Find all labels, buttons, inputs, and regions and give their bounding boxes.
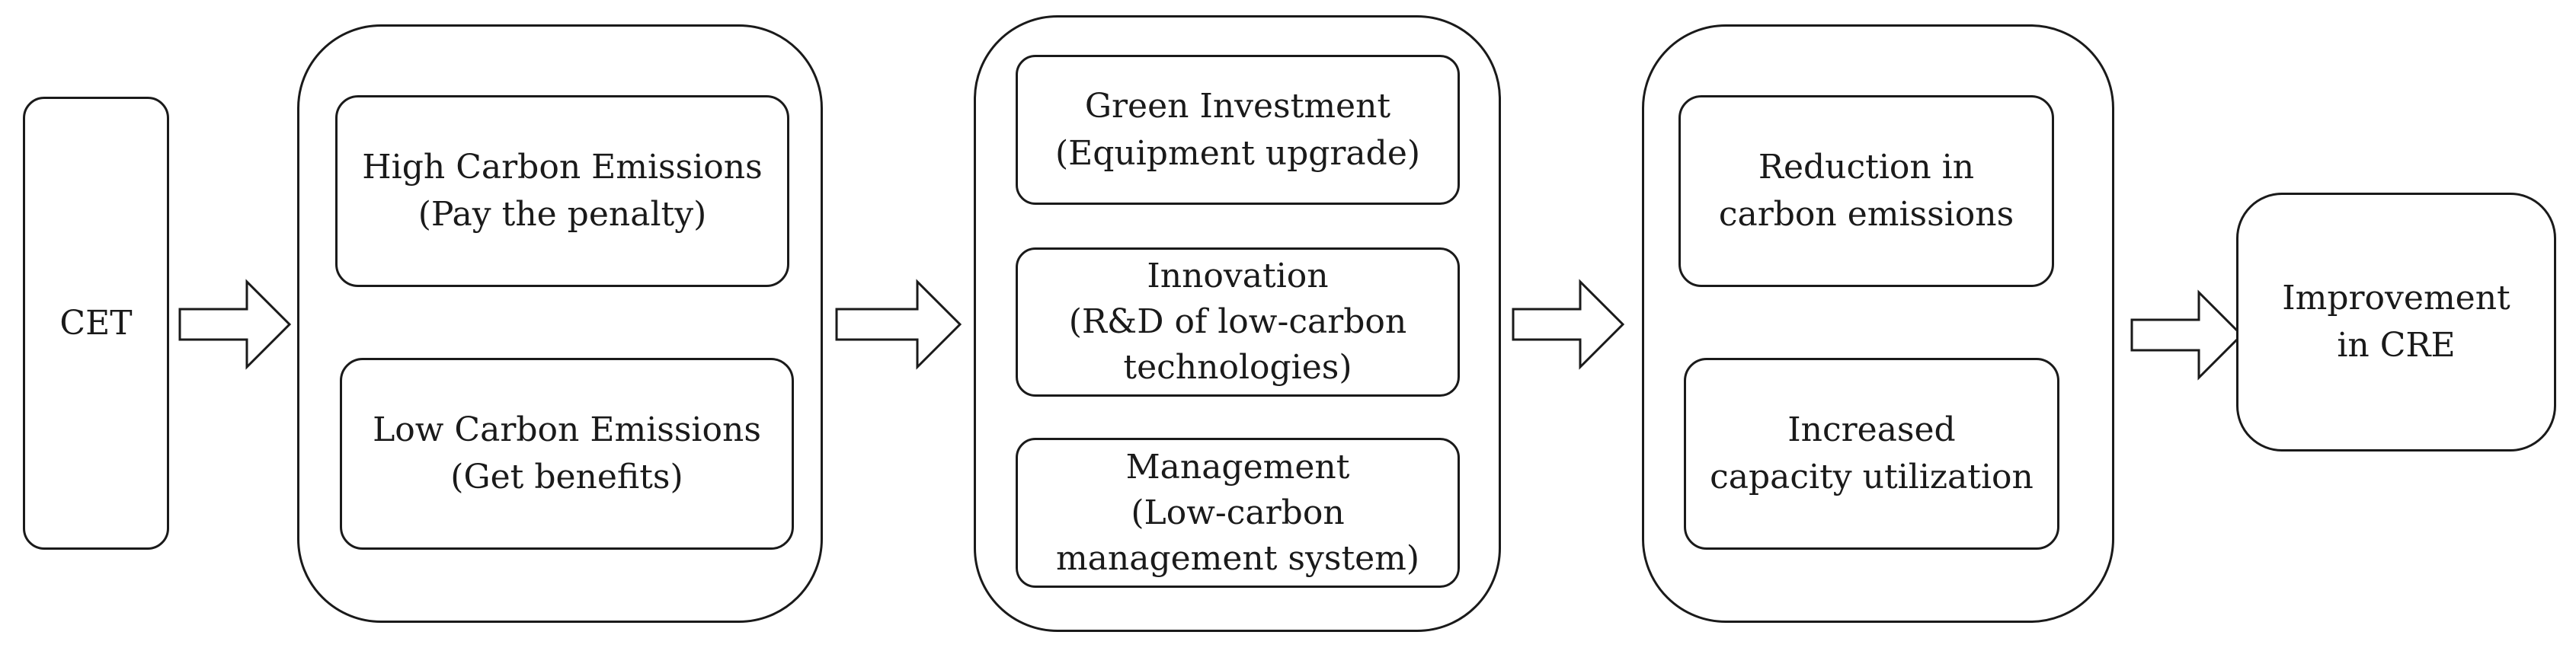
high-carbon-emissions-label: High Carbon Emissions (Pay the penalty) bbox=[362, 148, 763, 234]
cet-box: CET bbox=[23, 97, 169, 550]
cet-label: CET bbox=[59, 303, 133, 343]
increased-capacity-utilization-box: Increased capacity utilization bbox=[1684, 358, 2059, 550]
low-carbon-emissions-label: Low Carbon Emissions (Get benefits) bbox=[373, 410, 761, 496]
increased-capacity-utilization-label: Increased capacity utilization bbox=[1710, 410, 2034, 496]
arrow-right-icon bbox=[835, 279, 962, 370]
green-investment-box: Green Investment (Equipment upgrade) bbox=[1016, 55, 1460, 205]
innovation-label: Innovation (R&D of low-carbon technologi… bbox=[1068, 257, 1407, 387]
green-investment-label: Green Investment (Equipment upgrade) bbox=[1054, 86, 1421, 173]
arrow-right-icon bbox=[2130, 289, 2244, 381]
improvement-in-cre-box: Improvement in CRE bbox=[2236, 193, 2556, 452]
arrow-right-icon bbox=[1512, 279, 1625, 370]
low-carbon-emissions-box: Low Carbon Emissions (Get benefits) bbox=[340, 358, 794, 550]
reduction-in-carbon-emissions-label: Reduction in carbon emissions bbox=[1718, 148, 2014, 234]
improvement-in-cre-label: Improvement in CRE bbox=[2282, 279, 2510, 365]
management-box: Management (Low-carbon management system… bbox=[1016, 438, 1460, 588]
high-carbon-emissions-box: High Carbon Emissions (Pay the penalty) bbox=[335, 95, 789, 287]
innovation-box: Innovation (R&D of low-carbon technologi… bbox=[1016, 247, 1460, 397]
reduction-in-carbon-emissions-box: Reduction in carbon emissions bbox=[1678, 95, 2054, 287]
management-label: Management (Low-carbon management system… bbox=[1055, 447, 1420, 578]
arrow-right-icon bbox=[178, 279, 292, 370]
